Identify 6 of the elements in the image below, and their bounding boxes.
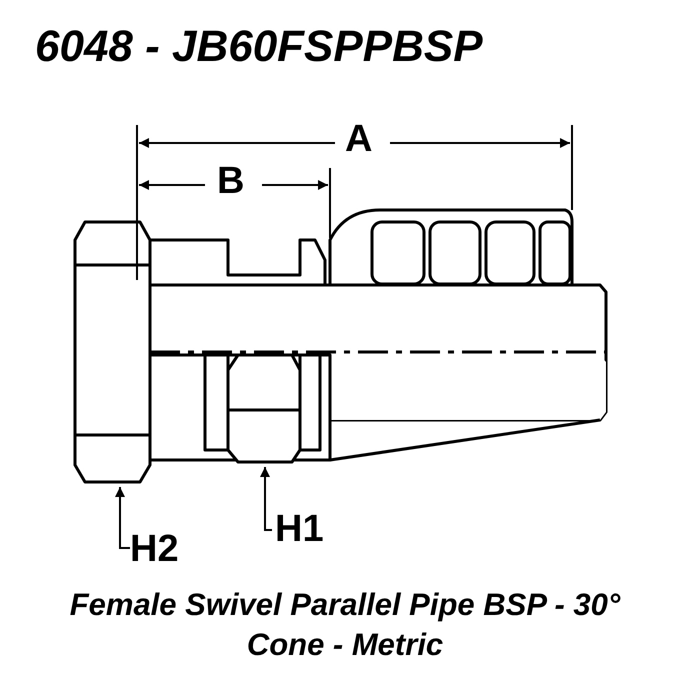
dimension-label: H1	[275, 510, 324, 548]
dimension-label: A	[345, 120, 372, 158]
dimension-label: B	[217, 162, 244, 200]
part-number-title: 6048 - JB60FSPPBSP	[35, 22, 483, 72]
caption: Female Swivel Parallel Pipe BSP - 30° Cone - Metric	[68, 586, 622, 664]
dimension-label: H2	[130, 530, 179, 568]
